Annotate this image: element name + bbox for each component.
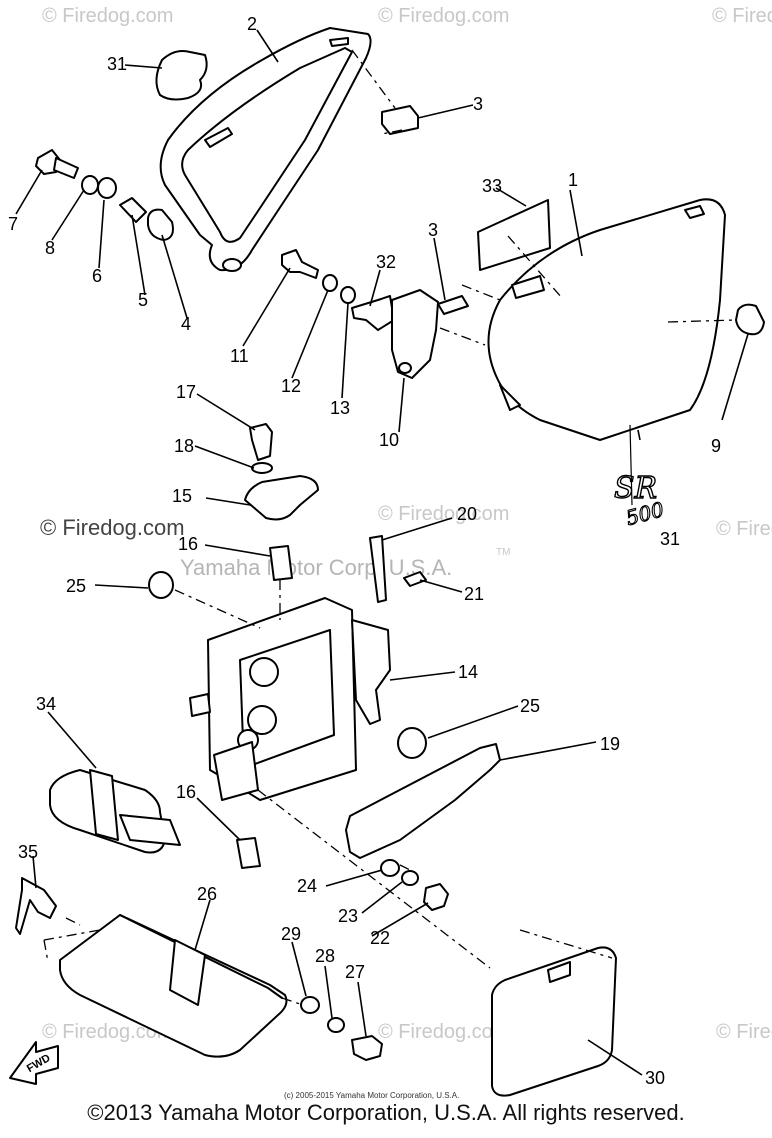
callout-16-bottom: 16	[176, 782, 196, 802]
part-32-bracket	[351, 295, 395, 331]
part-8-washer	[81, 175, 99, 195]
callout-14: 14	[458, 662, 478, 682]
part-16-damper-bottom	[236, 837, 261, 869]
callout-31-top: 31	[107, 54, 127, 74]
callout-8: 8	[45, 238, 55, 258]
watermark-top-right: © Firedog.com	[712, 5, 772, 27]
part-3-clip-second	[437, 295, 469, 315]
part-17-bolt	[249, 423, 273, 461]
part-25-grommet-right	[397, 727, 427, 759]
callout-26: 26	[197, 884, 217, 904]
watermark-bottom-left: © Firedog.com	[42, 1021, 173, 1043]
callout-7: 7	[8, 214, 18, 234]
callout-17: 17	[176, 382, 196, 402]
watermark-yamaha: Yamaha Motor Corp, U.S.A.	[180, 555, 452, 580]
callout-35: 35	[18, 842, 38, 862]
callout-31-bottom: 31	[660, 529, 680, 549]
callout-29: 29	[281, 924, 301, 944]
part-2-left-side-cover	[159, 27, 372, 272]
fwd-arrow-icon: FWD	[9, 1041, 59, 1085]
part-31-decal-sr500: SR 500	[613, 470, 667, 530]
part-19-bracket	[345, 743, 501, 859]
part-1-right-side-cover	[487, 198, 726, 441]
callout-21: 21	[464, 584, 484, 604]
callout-15: 15	[172, 486, 192, 506]
watermark-bottom-center: © Firedog.com	[378, 1021, 509, 1043]
callout-16-top: 16	[178, 534, 198, 554]
callout-13: 13	[330, 398, 350, 418]
part-24-washer	[380, 859, 400, 877]
small-copyright-text: (c) 2005-2015 Yamaha Motor Corporation, …	[284, 1091, 459, 1100]
callout-19: 19	[600, 734, 620, 754]
part-6-washer	[97, 177, 117, 199]
part-30-tool-pouch	[491, 946, 617, 1097]
callout-12: 12	[281, 376, 301, 396]
callout-20: 20	[457, 504, 477, 524]
callout-11: 11	[230, 346, 249, 366]
callout-24: 24	[297, 876, 317, 896]
watermark-top-center: © Firedog.com	[378, 5, 509, 27]
part-27-bolt	[351, 1035, 383, 1061]
part-28-washer	[327, 1017, 345, 1033]
part-15-clamp	[244, 475, 319, 521]
watermark-mid-center: © Firedog.com	[378, 503, 509, 525]
part-13-washer	[340, 286, 356, 304]
callout-32: 32	[376, 252, 396, 272]
watermark-top-left: © Firedog.com	[42, 5, 173, 27]
callout-28: 28	[315, 946, 335, 966]
part-14-battery-box	[189, 597, 391, 801]
part-9-grommet	[735, 303, 765, 336]
callout-25-right: 25	[520, 696, 540, 716]
callout-5: 5	[138, 290, 148, 310]
part-3-clip-top	[381, 105, 419, 135]
watermark-mid-right: © Firedog.com	[716, 518, 772, 540]
decal-sr-text: SR	[614, 471, 657, 506]
watermark-tm: TM	[496, 547, 510, 558]
callout-1: 1	[568, 170, 578, 190]
callout-33: 33	[482, 176, 502, 196]
callout-9: 9	[711, 436, 721, 456]
part-5-collar	[119, 197, 147, 223]
copyright-footer: ©2013 Yamaha Motor Corporation, U.S.A. A…	[87, 1100, 685, 1125]
part-22-bolt	[423, 883, 449, 911]
leader-lines	[15, 29, 749, 1076]
part-23-washer	[401, 870, 419, 886]
part-18-washer	[251, 462, 273, 474]
callout-22: 22	[370, 928, 390, 948]
part-10-lock	[391, 289, 439, 379]
watermark-mid-left: © Firedog.com	[40, 515, 185, 540]
callout-18: 18	[174, 436, 194, 456]
callout-6: 6	[92, 266, 102, 286]
part-25-grommet-left	[148, 571, 174, 599]
part-35-bolt	[15, 877, 57, 935]
assembly-lines	[43, 49, 737, 1005]
part-16-damper-top	[269, 545, 293, 581]
watermark-bottom-right: © Firedog.com	[716, 1021, 772, 1043]
part-33-label	[477, 199, 551, 271]
callout-27: 27	[345, 962, 365, 982]
callout-labels: 1 2 3 3 4 5 6 7 8 9 10 11 12 13 14 15 16…	[8, 14, 721, 1088]
callout-34: 34	[36, 694, 56, 714]
callout-23: 23	[338, 906, 358, 926]
part-20-pin	[369, 535, 387, 603]
part-26-box	[59, 914, 288, 1058]
callout-10: 10	[379, 430, 399, 450]
part-12-washer	[322, 274, 338, 292]
part-11-bolt	[281, 249, 319, 279]
part-7-bolt	[35, 149, 79, 179]
callout-25-left: 25	[66, 576, 86, 596]
part-21-clip	[403, 571, 427, 587]
callout-4: 4	[181, 314, 191, 334]
callout-3-top: 3	[473, 94, 483, 114]
callout-3-second: 3	[428, 220, 438, 240]
callout-2: 2	[247, 14, 257, 34]
part-29-washer	[300, 996, 320, 1014]
part-31-decal-top	[155, 50, 208, 101]
part-4-grommet	[147, 208, 174, 241]
watermark-group: © Firedog.com © Firedog.com © Firedog.co…	[40, 5, 772, 1043]
callout-30: 30	[645, 1068, 665, 1088]
